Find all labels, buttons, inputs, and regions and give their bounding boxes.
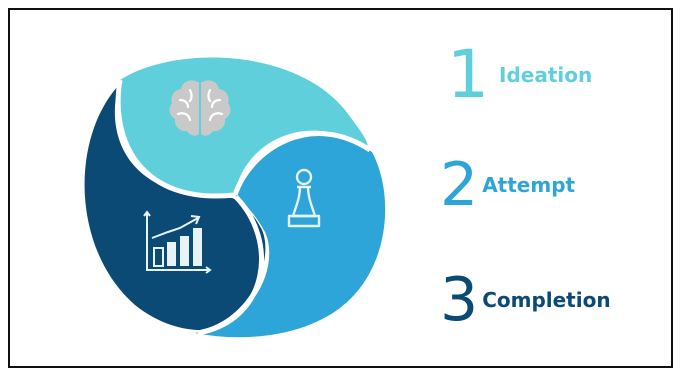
step-ideation: 1 Ideation	[447, 42, 592, 108]
step-label-attempt: Attempt	[482, 173, 576, 197]
step-completion: 3 Completion	[440, 270, 611, 330]
step-attempt: 2 Attempt	[440, 155, 575, 215]
step-number-2: 2	[440, 150, 479, 220]
chess-pawn-icon	[287, 168, 321, 228]
segment-attempt	[195, 134, 386, 338]
step-number-1: 1	[447, 36, 489, 113]
segment-completion	[84, 86, 266, 330]
step-number-3: 3	[440, 265, 479, 335]
brain-icon	[169, 80, 231, 136]
step-label-ideation: Ideation	[499, 63, 593, 87]
step-label-completion: Completion	[482, 288, 611, 312]
bar-chart-growth-icon	[143, 210, 212, 274]
